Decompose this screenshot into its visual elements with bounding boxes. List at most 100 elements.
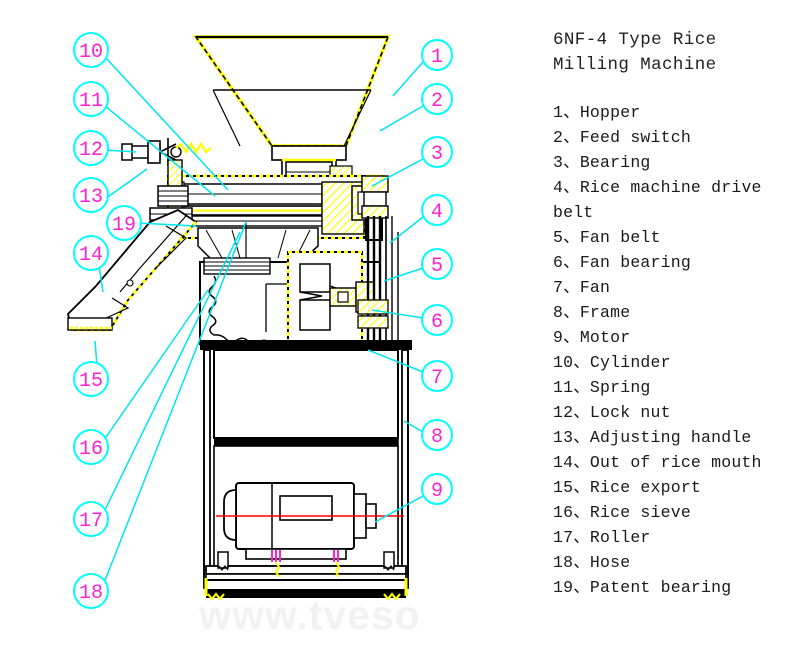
callout-ring (73, 501, 109, 537)
legend-item: 2、Feed switch (553, 125, 805, 150)
callout-ring (73, 573, 109, 609)
legend-item: 1、Hopper (553, 100, 805, 125)
legend-item-label: Rice export (589, 478, 702, 497)
legend-item-number: 15、 (553, 478, 590, 497)
callout-11[interactable]: 11 (73, 81, 109, 117)
legend-item-number: 17、 (553, 528, 590, 547)
callout-ring (421, 39, 453, 71)
callout-ring (73, 429, 109, 465)
callout-number: 2 (431, 90, 443, 113)
callout-ring (421, 419, 453, 451)
callout-number: 18 (79, 582, 103, 605)
callout-4[interactable]: 4 (421, 194, 453, 226)
frame (200, 340, 412, 601)
legend-item: 10、Cylinder (553, 350, 805, 375)
callout-18[interactable]: 18 (73, 573, 109, 609)
callout-16[interactable]: 16 (73, 429, 109, 465)
callout-number: 16 (79, 438, 103, 461)
legend-item: 12、Lock nut (553, 400, 805, 425)
callout-ring (421, 304, 453, 336)
callout-ring (73, 81, 109, 117)
callout-ring (421, 194, 453, 226)
legend-item-label: Patent bearing (589, 578, 732, 597)
legend-item: 17、Roller (553, 525, 805, 550)
callout-ring (73, 361, 109, 397)
callout-number: 10 (79, 41, 103, 64)
legend-item-number: 7、 (553, 278, 580, 297)
fan-assembly (286, 250, 375, 348)
legend-item-number: 19、 (553, 578, 590, 597)
legend-item-number: 2、 (553, 128, 580, 147)
legend-item-label: Hose (589, 553, 631, 572)
callout-number: 6 (431, 311, 443, 334)
callout-number: 19 (112, 214, 136, 237)
callout-12[interactable]: 12 (73, 130, 109, 166)
callout-17[interactable]: 17 (73, 501, 109, 537)
legend-item: 8、Frame (553, 300, 805, 325)
legend-item-label: Lock nut (589, 403, 671, 422)
legend-item-number: 12、 (553, 403, 590, 422)
callout-ring (73, 177, 109, 213)
legend-item-label: Frame (579, 303, 631, 322)
callout-7[interactable]: 7 (421, 360, 453, 392)
cylinder-milling-chamber (166, 174, 366, 263)
legend-item: 3、Bearing (553, 150, 805, 175)
legend-item: 15、Rice export (553, 475, 805, 500)
legend-item-number: 11、 (553, 378, 590, 397)
callout-2[interactable]: 2 (421, 83, 453, 115)
legend-item: 14、Out of rice mouth (553, 450, 805, 475)
legend-item-label: Motor (579, 328, 631, 347)
callout-number: 14 (79, 244, 103, 267)
callout-ring (73, 235, 109, 271)
callout-ring (73, 32, 109, 68)
legend-item-label: Fan bearing (579, 253, 691, 272)
callout-3[interactable]: 3 (421, 136, 453, 168)
callout-number: 7 (431, 367, 443, 390)
legend-item-number: 13、 (553, 428, 590, 447)
callout-9[interactable]: 9 (421, 473, 453, 505)
legend-item-label: Roller (589, 528, 651, 547)
legend-item: 4、Rice machine drive belt (553, 175, 805, 225)
callout-10[interactable]: 10 (73, 32, 109, 68)
callout-19[interactable]: 19 (106, 205, 142, 241)
callout-14[interactable]: 14 (73, 235, 109, 271)
legend-item-number: 4、 (553, 178, 580, 197)
callout-number: 17 (79, 510, 103, 533)
legend-item: 6、Fan bearing (553, 250, 805, 275)
legend-item-label: Cylinder (589, 353, 671, 372)
callout-number: 9 (431, 480, 443, 503)
legend-item: 18、Hose (553, 550, 805, 575)
callout-8[interactable]: 8 (421, 419, 453, 451)
legend-title: 6NF-4 Type Rice Milling Machine (553, 30, 717, 75)
callout-number: 13 (79, 186, 103, 209)
motor (216, 482, 404, 578)
legend-item-number: 16、 (553, 503, 590, 522)
callout-number: 15 (79, 370, 103, 393)
legend-item-number: 18、 (553, 553, 590, 572)
legend-item-number: 14、 (553, 453, 590, 472)
legend-item: 5、Fan belt (553, 225, 805, 250)
callout-ring (106, 205, 142, 241)
leader-lines (94, 56, 424, 584)
legend-item-number: 1、 (553, 103, 580, 122)
legend-item-number: 10、 (553, 353, 590, 372)
callout-ring (421, 248, 453, 280)
callout-15[interactable]: 15 (73, 361, 109, 397)
legend-item: 19、Patent bearing (553, 575, 805, 600)
callout-6[interactable]: 6 (421, 304, 453, 336)
legend-item-label: Rice machine drive belt (553, 178, 762, 222)
legend-item: 11、Spring (553, 375, 805, 400)
legend-item-number: 3、 (553, 153, 580, 172)
rice-outlet-chute (67, 208, 198, 332)
callout-13[interactable]: 13 (73, 177, 109, 213)
legend-item-number: 8、 (553, 303, 580, 322)
callout-1[interactable]: 1 (421, 39, 453, 71)
legend-item: 13、Adjusting handle (553, 425, 805, 450)
callout-5[interactable]: 5 (421, 248, 453, 280)
legend-item-label: Adjusting handle (589, 428, 752, 447)
legend-item-label: Fan (579, 278, 611, 297)
callout-number: 11 (79, 90, 103, 113)
callout-number: 5 (431, 255, 443, 278)
legend-item-label: Hopper (579, 103, 641, 122)
